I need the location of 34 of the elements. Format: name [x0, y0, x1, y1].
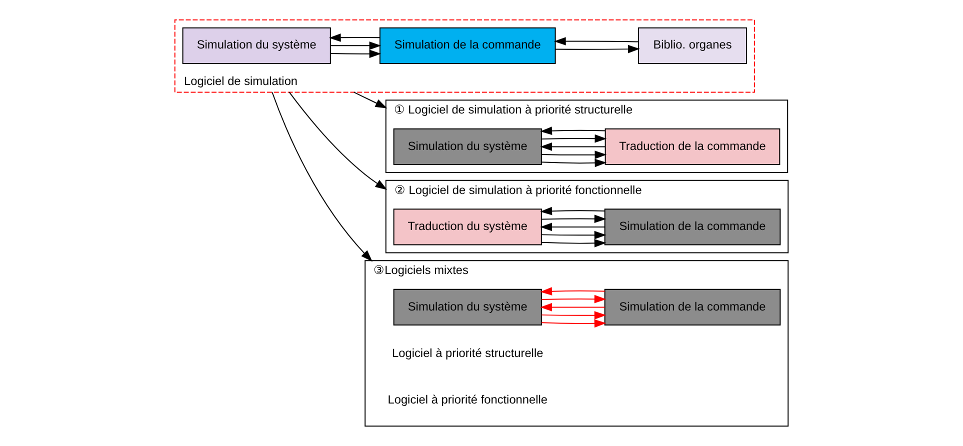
arrow — [541, 158, 607, 168]
node-box: Simulation du système — [182, 27, 331, 64]
node-box: Traduction de la commande — [604, 128, 780, 166]
node-box: Simulation du système — [393, 128, 542, 166]
label: Logiciel à priorité structurelle — [392, 346, 544, 360]
node-box: Simulation du système — [393, 288, 542, 326]
arrow — [272, 92, 373, 262]
label: Logiciel à priorité fonctionnelle — [388, 392, 548, 406]
arrow — [541, 319, 606, 328]
arrow — [541, 239, 606, 248]
arrow — [353, 92, 388, 108]
node-box: Simulation de la commande — [379, 27, 556, 64]
arrow — [554, 44, 640, 54]
arrow — [541, 294, 606, 304]
node-box: Traduction du système — [393, 208, 542, 246]
arrow — [288, 92, 388, 190]
arrow — [541, 214, 606, 224]
arrow — [541, 230, 606, 240]
node-box: Simulation de la commande — [604, 208, 781, 246]
node-box: Simulation de la commande — [604, 288, 781, 326]
node-box: Biblio. organes — [638, 27, 747, 64]
arrow — [330, 50, 382, 58]
arrow — [541, 311, 606, 320]
arrow — [541, 134, 607, 143]
arrow — [540, 142, 606, 151]
arrow — [540, 126, 606, 135]
arrow — [541, 150, 607, 159]
arrow — [330, 42, 382, 50]
arrow — [540, 303, 606, 312]
arrow — [540, 222, 606, 232]
arrow — [540, 287, 606, 296]
arrow — [540, 206, 606, 216]
arrow — [554, 37, 639, 46]
arrow — [328, 33, 380, 42]
